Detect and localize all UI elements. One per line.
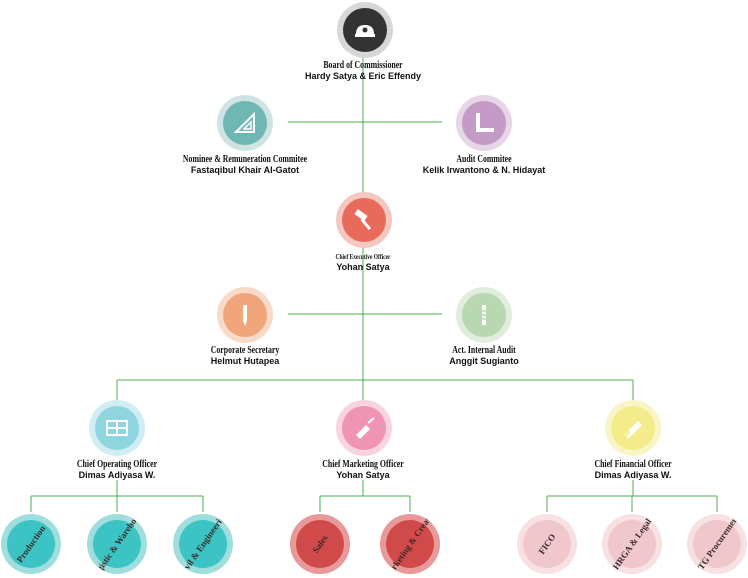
cmo-name: Yohan Satya — [336, 470, 390, 480]
cfo-title: Chief Financial Officer — [594, 459, 672, 470]
leaf-fico[interactable]: FICO — [517, 514, 577, 574]
drill-bit-icon — [462, 293, 506, 337]
ruler-square-icon — [462, 101, 506, 145]
ceo-node[interactable] — [336, 192, 392, 248]
leaf-production[interactable]: Production — [1, 514, 61, 574]
board-title: Board of Commissioner — [323, 60, 403, 71]
internal-audit-title: Act. Internal Audit — [452, 345, 516, 356]
leaf-logistic[interactable]: Logistic & Warehouse — [87, 514, 147, 574]
audit-node[interactable] — [456, 95, 512, 151]
set-square-icon — [223, 101, 267, 145]
scaffold-icon — [95, 406, 139, 450]
board-node[interactable] — [337, 2, 393, 58]
corp-sec-label: Corporate Secretary Helmut Hutapea — [115, 345, 375, 367]
hammer-icon — [342, 198, 386, 242]
nominee-title: Nominee & Remuneration Commitee — [182, 154, 308, 165]
leaf-marketing[interactable]: Marketing & Creative — [380, 514, 440, 574]
internal-audit-label: Act. Internal Audit Anggit Sugianto — [354, 345, 614, 367]
cmo-title: Chief Marketing Officer — [322, 459, 404, 470]
cmo-label: Chief Marketing Officer Yohan Satya — [233, 459, 493, 481]
internal-audit-node[interactable] — [456, 287, 512, 343]
audit-label: Audit Commitee Kelik Irwantono & N. Hida… — [354, 154, 614, 176]
nominee-name: Fastaqibul Khair Al-Gatot — [190, 165, 300, 175]
corp-sec-name: Helmut Hutapea — [210, 356, 280, 366]
board-label: Board of Commissioner Hardy Satya & Eric… — [233, 60, 493, 82]
pencil-icon — [223, 293, 267, 337]
leaf-sales[interactable]: Sales — [290, 514, 350, 574]
audit-name: Kelik Irwantono & N. Hidayat — [422, 165, 546, 175]
nominee-node[interactable] — [217, 95, 273, 151]
hard-hat-icon — [343, 8, 387, 52]
internal-audit-name: Anggit Sugianto — [449, 356, 519, 366]
ceo-label: Chief Executive Officer Yohan Satya — [233, 252, 493, 272]
trowel-icon — [342, 406, 386, 450]
saw-icon — [611, 406, 655, 450]
corp-sec-title: Corporate Secretary — [210, 345, 280, 356]
leaf-civil[interactable]: Civil & Engineering — [173, 514, 233, 574]
nominee-label: Nominee & Remuneration Commitee Fastaqib… — [115, 154, 375, 176]
cfo-node[interactable] — [605, 400, 661, 456]
coo-node[interactable] — [89, 400, 145, 456]
cfo-name: Dimas Adiyasa W. — [594, 470, 672, 480]
leaf-ptg[interactable]: PTG Procurement — [687, 514, 747, 574]
leaf-hrga[interactable]: HRGA & Legal — [602, 514, 662, 574]
ceo-title: Chief Executive Officer — [335, 253, 391, 261]
cfo-label: Chief Financial Officer Dimas Adiyasa W. — [503, 459, 748, 481]
board-name: Hardy Satya & Eric Effendy — [304, 71, 422, 81]
coo-name: Dimas Adiyasa W. — [78, 470, 156, 480]
corp-sec-node[interactable] — [217, 287, 273, 343]
coo-label: Chief Operating Officer Dimas Adiyasa W. — [0, 459, 247, 481]
cmo-node[interactable] — [336, 400, 392, 456]
audit-title: Audit Commitee — [456, 154, 512, 165]
ceo-name: Yohan Satya — [336, 262, 390, 272]
coo-title: Chief Operating Officer — [76, 459, 158, 470]
